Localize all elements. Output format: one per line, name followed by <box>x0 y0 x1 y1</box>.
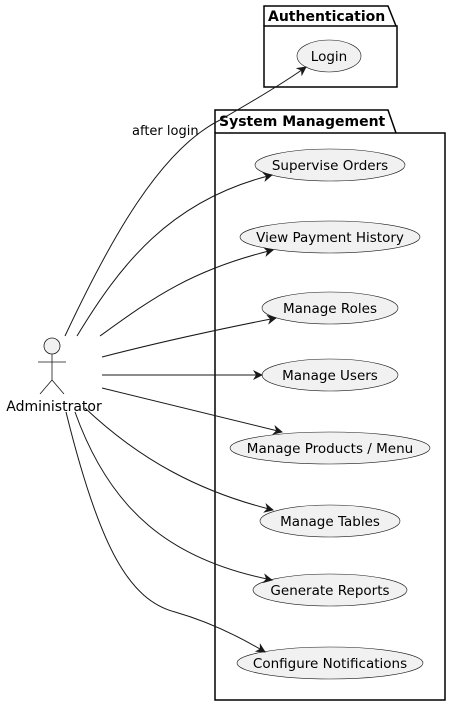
use-case-manage-products-menu-label: Manage Products / Menu <box>247 441 413 457</box>
use-case-view-payment-history[interactable]: View Payment History <box>239 220 421 254</box>
use-case-view-payment-history-label: View Payment History <box>256 230 404 246</box>
use-case-manage-products-menu[interactable]: Manage Products / Menu <box>229 431 431 465</box>
use-case-configure-notifications[interactable]: Configure Notifications <box>236 646 424 680</box>
package-system-management-body <box>214 132 446 701</box>
use-case-manage-users-label: Manage Users <box>282 368 378 384</box>
use-case-generate-reports[interactable]: Generate Reports <box>252 573 408 607</box>
use-case-supervise-orders-label: Supervise Orders <box>272 158 388 174</box>
edge-to-login <box>64 66 307 337</box>
edge-to-supervise-orders <box>76 172 273 337</box>
package-system-management: System Management <box>214 109 446 701</box>
package-authentication-title: Authentication <box>268 9 385 25</box>
edge-to-manage-products-menu <box>101 387 283 435</box>
use-case-manage-tables-label: Manage Tables <box>280 514 380 530</box>
use-case-manage-users[interactable]: Manage Users <box>261 358 399 392</box>
use-case-login[interactable]: Login <box>296 39 362 73</box>
edge-to-generate-reports <box>74 411 273 584</box>
use-case-generate-reports-label: Generate Reports <box>270 583 389 599</box>
edge-to-view-payment-history <box>99 247 274 337</box>
edge-to-configure-notifications <box>65 411 266 653</box>
use-case-login-label: Login <box>311 49 347 65</box>
actor-label: Administrator <box>6 399 102 415</box>
package-system-management-title: System Management <box>219 114 386 130</box>
package-system-management-tab <box>214 109 397 134</box>
actor-head <box>43 337 61 355</box>
use-case-configure-notifications-label: Configure Notifications <box>253 656 407 672</box>
use-case-manage-tables[interactable]: Manage Tables <box>259 504 401 538</box>
actor-right-leg <box>51 379 65 395</box>
use-case-manage-roles[interactable]: Manage Roles <box>261 291 399 325</box>
actor-left-leg <box>39 379 53 395</box>
package-authentication-tab <box>263 5 397 27</box>
edge-label-after-login: after login <box>132 124 199 139</box>
use-case-supervise-orders[interactable]: Supervise Orders <box>254 148 406 182</box>
edge-to-manage-roles <box>101 314 277 358</box>
use-case-manage-roles-label: Manage Roles <box>283 301 377 317</box>
edge-to-manage-tables <box>84 407 274 513</box>
actor-administrator[interactable]: Administrator <box>6 337 102 415</box>
